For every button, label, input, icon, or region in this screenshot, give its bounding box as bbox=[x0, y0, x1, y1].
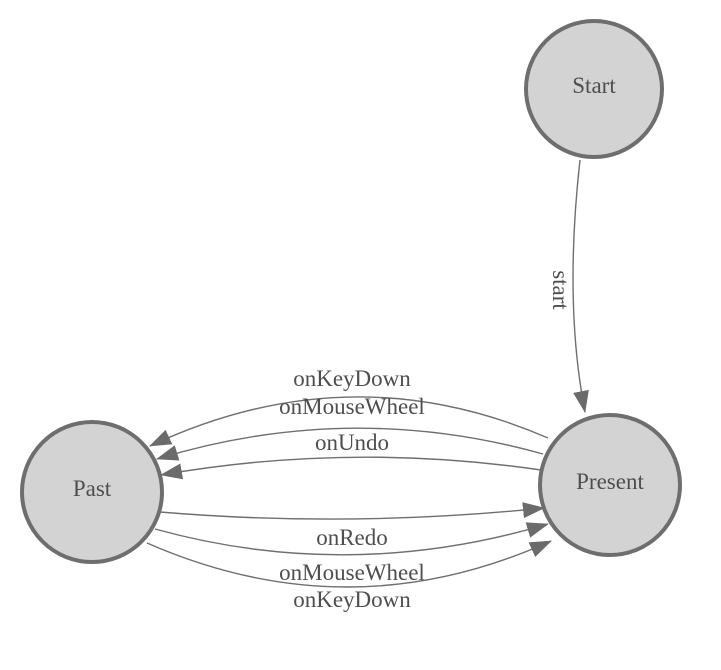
state-node-present[interactable]: Present bbox=[538, 413, 682, 557]
edge-past-to-present-onkeydown[interactable] bbox=[146, 540, 552, 588]
state-label-past: Past bbox=[73, 476, 112, 501]
edge-present-to-past-onmousewheel[interactable] bbox=[156, 427, 544, 461]
state-circle-start[interactable] bbox=[524, 19, 664, 159]
edge-present-to-past-onundo[interactable] bbox=[160, 456, 542, 480]
state-label-present: Present bbox=[576, 469, 644, 494]
edge-label-past-to-present-onredo: onRedo bbox=[316, 525, 388, 550]
edge-start-to-present[interactable] bbox=[572, 159, 589, 413]
state-circle-present[interactable] bbox=[538, 413, 682, 557]
state-circle-past[interactable] bbox=[20, 420, 164, 564]
edges-layer bbox=[146, 159, 589, 588]
edge-present-to-past-onkeydown[interactable] bbox=[149, 396, 549, 447]
state-node-past[interactable]: Past bbox=[20, 420, 164, 564]
edge-label-start-to-present: start bbox=[548, 270, 573, 310]
state-label-start: Start bbox=[572, 73, 616, 98]
state-node-start[interactable]: Start bbox=[524, 19, 664, 159]
edge-past-to-present-onredo[interactable] bbox=[159, 502, 545, 520]
edge-labels-layer: startonKeyDownonMouseWheelonUndoonRedoon… bbox=[279, 270, 573, 612]
edge-label-present-to-past-onkeydown: onKeyDown bbox=[293, 366, 411, 391]
edge-label-past-to-present-onkeydown: onKeyDown bbox=[293, 587, 411, 612]
edge-label-present-to-past-onundo: onUndo bbox=[315, 430, 389, 455]
edge-past-to-present-onmousewheel[interactable] bbox=[154, 522, 549, 556]
edge-label-past-to-present-onmousewheel: onMouseWheel bbox=[279, 560, 425, 585]
edge-label-present-to-past-onmousewheel: onMouseWheel bbox=[279, 394, 425, 419]
